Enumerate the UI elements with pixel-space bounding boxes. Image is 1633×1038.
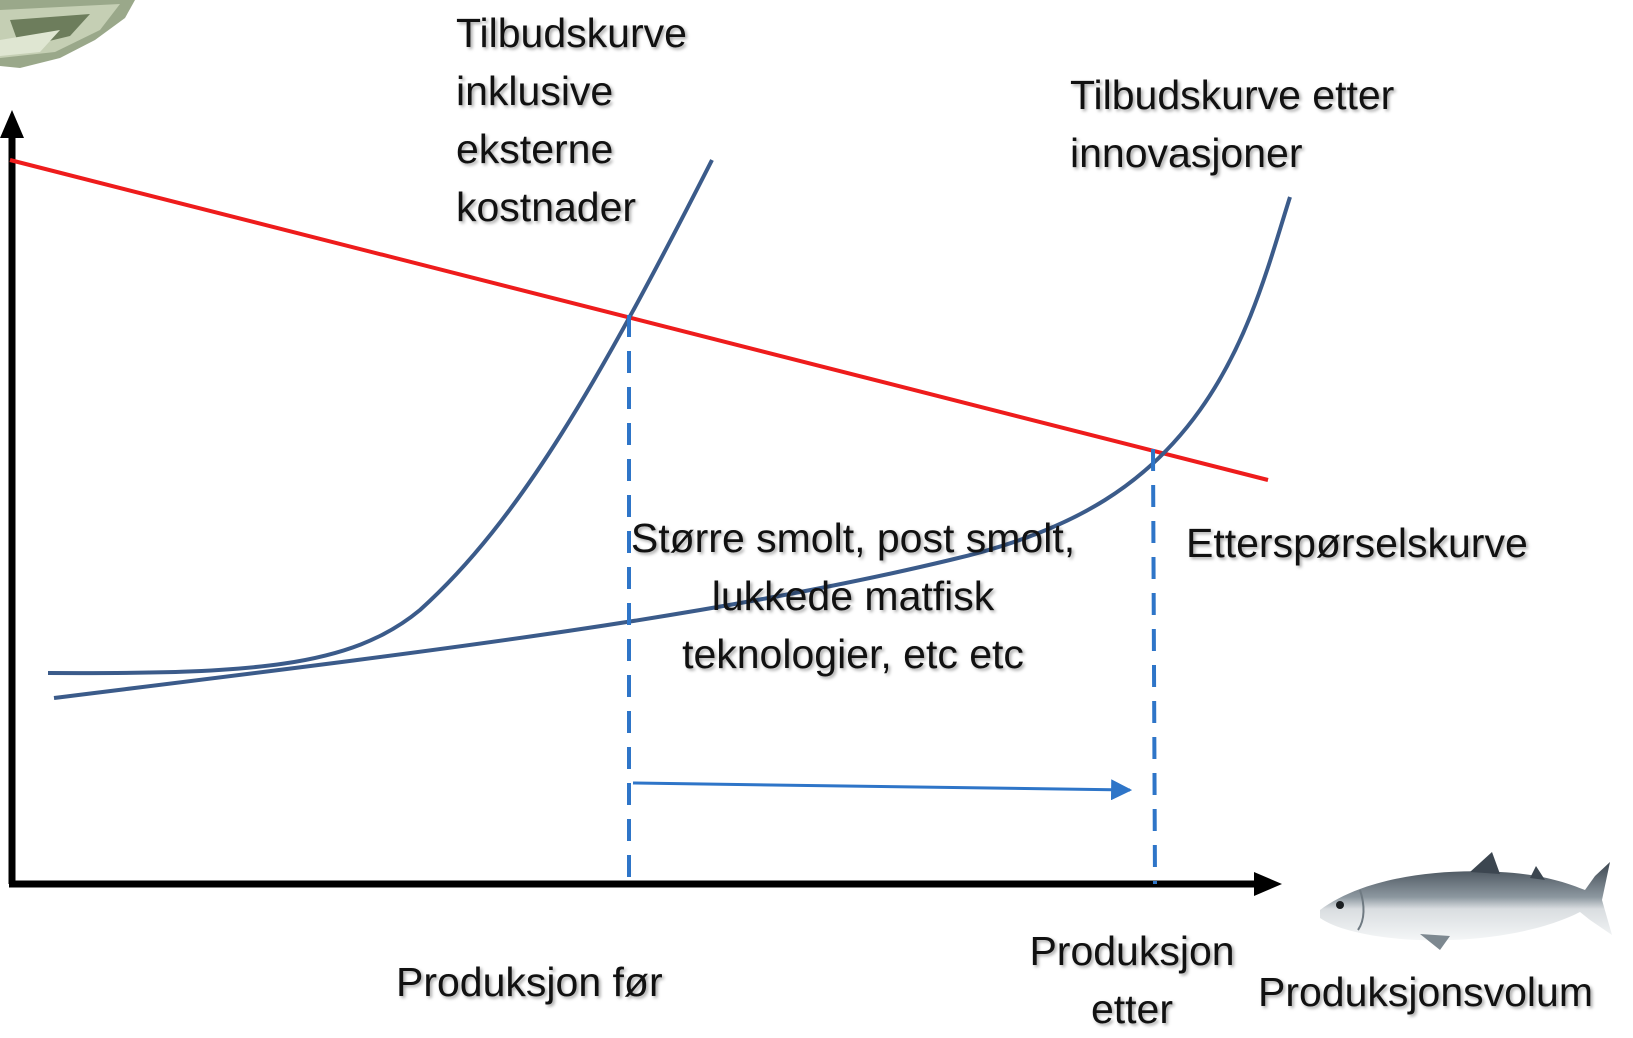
label-line: Produksjon	[1029, 928, 1235, 974]
axes	[0, 110, 1282, 896]
salmon-icon	[1320, 852, 1612, 950]
label-line: Tilbudskurve etter	[1070, 72, 1395, 118]
innovations-label: Større smolt, post smolt, lukkede matfis…	[598, 509, 1108, 683]
money-stack-icon	[0, 0, 135, 68]
label-line: Tilbudskurve	[456, 10, 687, 56]
label-line: lukkede matfisk	[711, 573, 995, 619]
label-line: etter	[1090, 986, 1174, 1032]
production-after-label: Produksjon etter	[1012, 922, 1252, 1038]
label-line: innovasjoner	[1070, 130, 1303, 176]
demand-curve	[9, 158, 1269, 482]
label-line: teknologier, etc etc	[682, 631, 1024, 677]
supply-curve-external-costs	[47, 159, 714, 676]
guide-line-after	[1151, 448, 1157, 885]
label-line: eksterne	[456, 126, 614, 172]
production-before-label: Produksjon før	[396, 959, 663, 1005]
supply-curve-after-innovations	[53, 196, 1292, 700]
supply-curve-innovations-label: Tilbudskurve etter innovasjoner	[1070, 66, 1394, 182]
y-axis-arrowhead	[0, 110, 24, 138]
shift-arrow	[632, 779, 1133, 801]
demand-curve-label: Etterspørselskurve	[1186, 520, 1528, 566]
x-axis-arrowhead	[1254, 872, 1282, 896]
x-axis-label: Produksjonsvolum	[1258, 969, 1593, 1015]
label-line: Større smolt, post smolt,	[630, 515, 1076, 561]
label-line: kostnader	[456, 184, 637, 230]
supply-curve-external-costs-label: Tilbudskurve inklusive eksterne kostnade…	[456, 4, 687, 236]
label-line: inklusive	[456, 68, 614, 114]
